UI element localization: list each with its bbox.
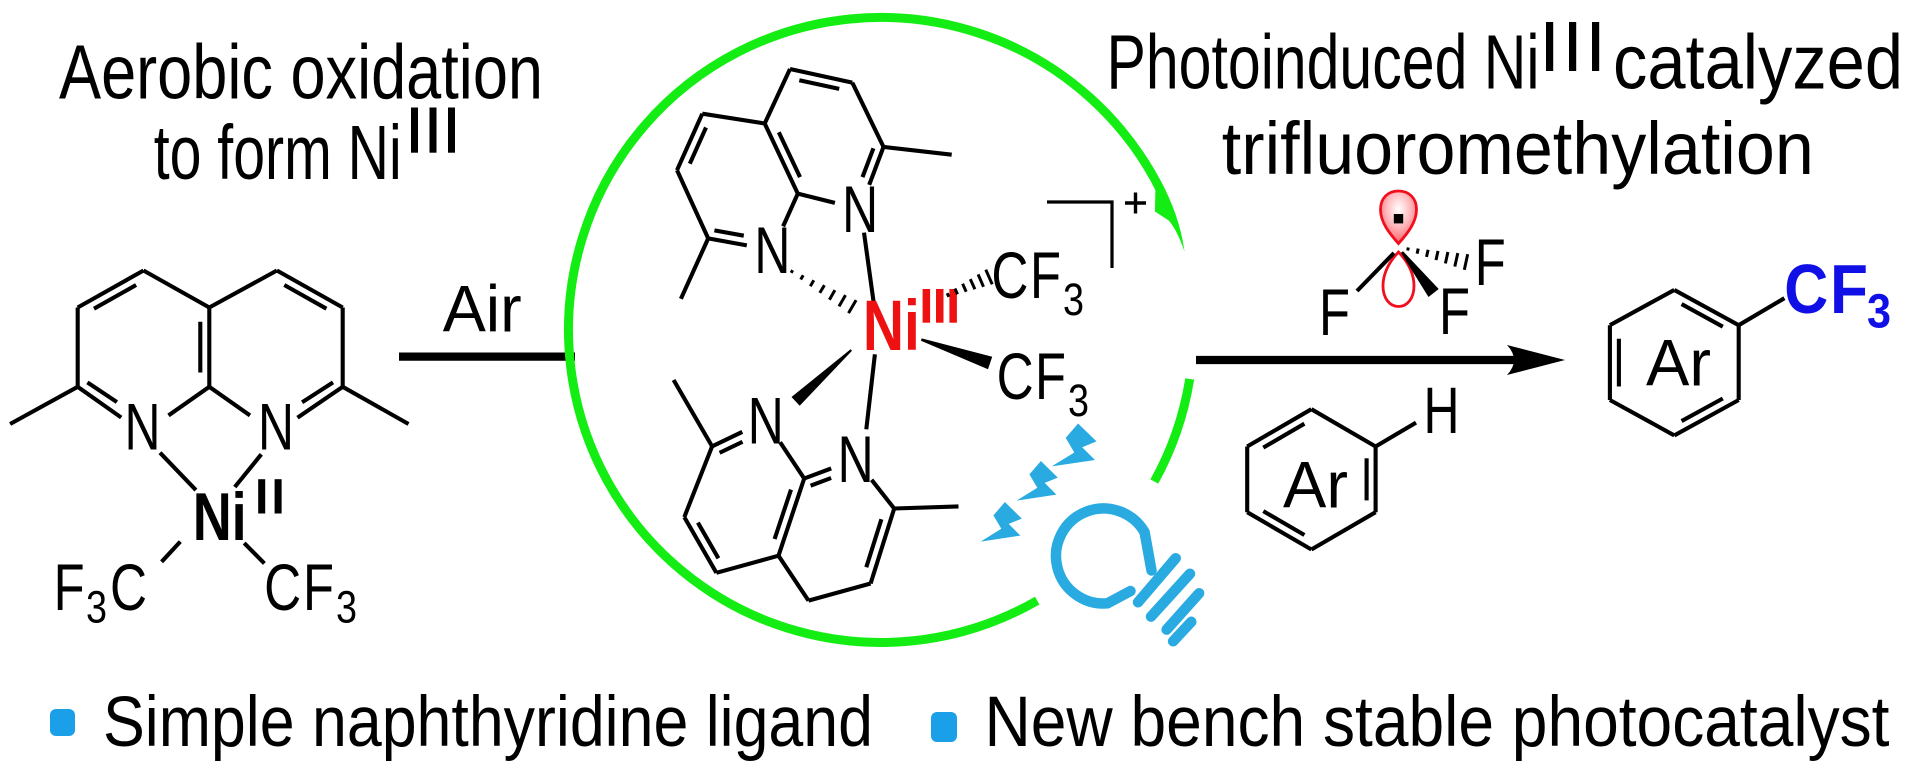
svg-text:Air: Air — [443, 272, 522, 346]
svg-text:N: N — [748, 383, 784, 457]
svg-text:C: C — [997, 339, 1034, 413]
svg-text:F: F — [1830, 250, 1868, 328]
svg-text:3: 3 — [1867, 285, 1891, 338]
svg-text:catalyzed: catalyzed — [1613, 19, 1903, 105]
svg-text:N: N — [258, 390, 294, 464]
svg-text:F: F — [1475, 225, 1506, 299]
svg-text:3: 3 — [1068, 375, 1089, 426]
svg-text:F: F — [54, 550, 85, 624]
svg-text:F: F — [1030, 238, 1061, 312]
svg-text:C: C — [991, 238, 1028, 312]
svg-text:C: C — [1784, 250, 1828, 328]
svg-text:C: C — [110, 550, 147, 624]
svg-text:N: N — [838, 422, 874, 496]
svg-text:N: N — [842, 172, 878, 246]
svg-text:Ar: Ar — [1283, 447, 1348, 521]
svg-text:C: C — [264, 550, 301, 624]
svg-text:to form Ni: to form Ni — [154, 110, 402, 196]
svg-text:trifluoromethylation: trifluoromethylation — [1222, 107, 1814, 190]
svg-text:Aerobic oxidation: Aerobic oxidation — [59, 29, 543, 115]
svg-text:3: 3 — [336, 582, 357, 633]
svg-text:Ni: Ni — [863, 287, 920, 366]
svg-text:F: F — [1319, 275, 1350, 349]
svg-text:F: F — [303, 550, 334, 624]
svg-text:Ni: Ni — [193, 479, 247, 555]
svg-text:3: 3 — [86, 582, 107, 633]
svg-text:New bench stable photocatalyst: New bench stable photocatalyst — [985, 683, 1890, 762]
svg-text:H: H — [1424, 373, 1460, 447]
svg-text:F: F — [1439, 274, 1470, 348]
svg-text:Photoinduced Ni: Photoinduced Ni — [1107, 19, 1540, 105]
svg-text:Ar: Ar — [1646, 326, 1711, 400]
svg-text:3: 3 — [1063, 274, 1084, 325]
svg-text:N: N — [754, 213, 790, 287]
svg-text:Simple naphthyridine ligand: Simple naphthyridine ligand — [103, 683, 873, 762]
svg-text:N: N — [125, 390, 161, 464]
svg-text:F: F — [1035, 339, 1066, 413]
